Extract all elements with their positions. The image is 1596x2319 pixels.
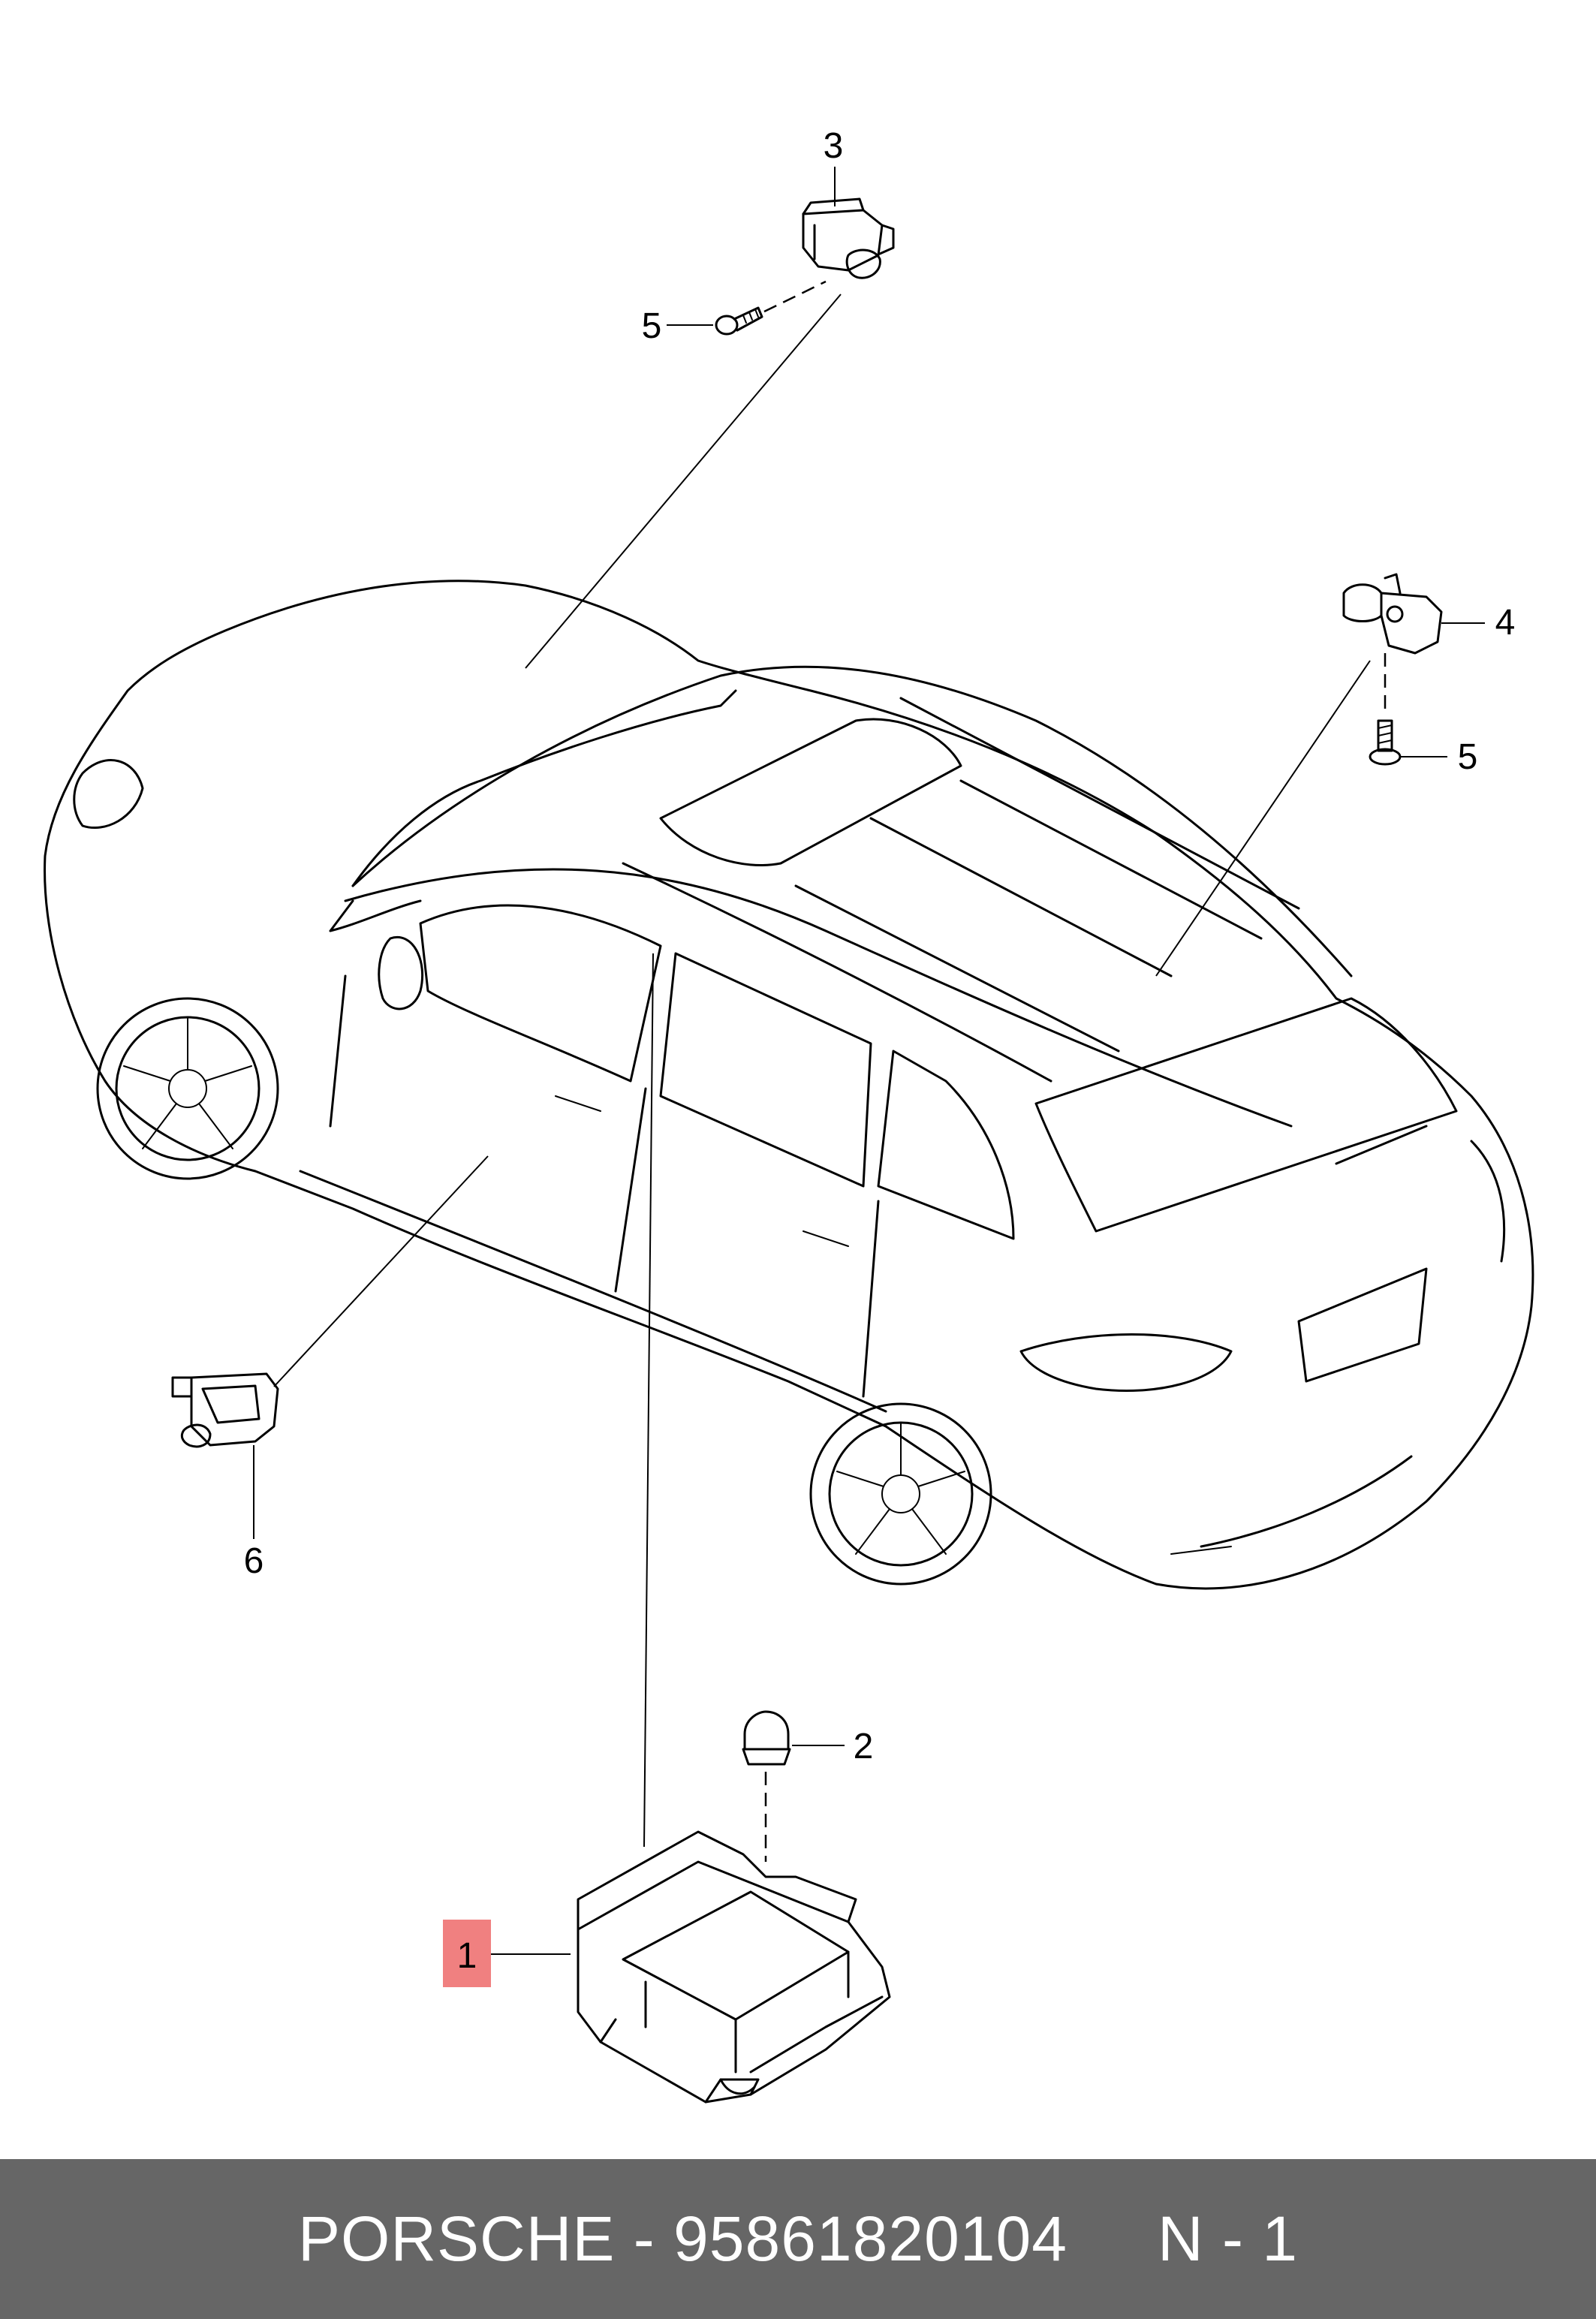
callout-2: 2 — [854, 1727, 874, 1766]
leader-4 — [1155, 660, 1371, 977]
callout-1-highlight — [443, 1920, 491, 1987]
screw-right — [1369, 719, 1402, 766]
footer-part-number: PORSCHE - 95861820104 — [298, 2203, 1068, 2274]
airbag-control-unit — [577, 1830, 891, 2104]
crash-sensor-front — [171, 1372, 279, 1448]
parts-diagram: 3 5 4 5 6 2 — [44, 126, 1534, 2104]
screw-top — [715, 306, 763, 336]
vehicle-illustration — [44, 580, 1534, 1590]
callout-4: 4 — [1495, 603, 1516, 643]
leader-6 — [273, 1155, 489, 1387]
callout-5-right: 5 — [1458, 737, 1478, 777]
leader-1 — [643, 953, 654, 1848]
crash-sensor-side — [1342, 573, 1443, 655]
callout-3: 3 — [824, 126, 844, 166]
footer-bar: PORSCHE - 95861820104 N - 1 — [0, 2159, 1596, 2319]
leader-3 — [525, 294, 842, 669]
callout-1: 1 — [457, 1936, 477, 1976]
callout-5-top: 5 — [642, 306, 662, 346]
callout-6: 6 — [244, 1541, 264, 1581]
nut — [742, 1710, 791, 1766]
crash-sensor-top — [802, 197, 895, 279]
footer-quantity: N - 1 — [1157, 2203, 1298, 2274]
